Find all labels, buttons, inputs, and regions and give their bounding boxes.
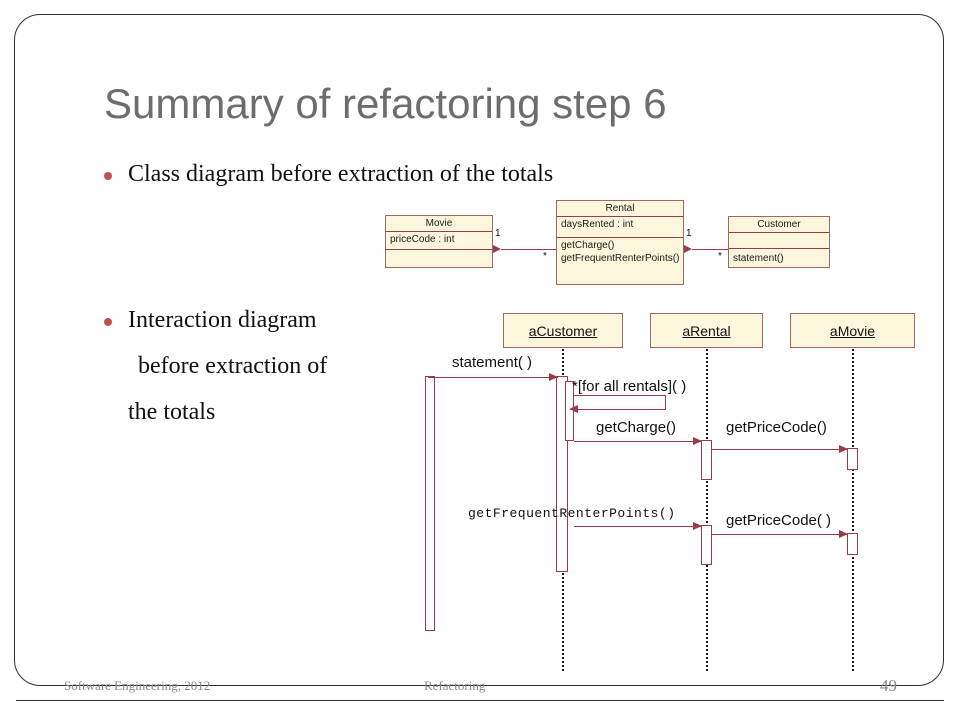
multiplicity-movie-1: 1 [495, 228, 501, 239]
activation-bar-arental-1 [701, 440, 712, 480]
association-line-customer-rental [692, 249, 728, 250]
bullet-text: Class diagram before extraction of the t… [128, 161, 554, 187]
class-operation-getcharge: getCharge() [561, 240, 615, 251]
message-label-getpricecode-2: getPriceCode( ) [726, 512, 832, 529]
message-arrowhead-getpricecode-1 [839, 445, 848, 453]
bullet-item-class-diagram: Class diagram before extraction of the t… [104, 162, 553, 186]
message-line-for-all-rentals-side [665, 395, 666, 409]
message-label-statement: statement( ) [452, 354, 533, 371]
class-name-customer: Customer [729, 217, 829, 233]
message-line-statement [428, 377, 558, 378]
class-attributes-customer [729, 233, 829, 249]
message-arrowhead-for-all-rentals [569, 405, 578, 413]
class-box-rental: Rental daysRented : int getCharge() getF… [556, 200, 684, 285]
class-attribute-rental-daysrented: daysRented : int [557, 217, 683, 238]
message-arrowhead-getpricecode-2 [839, 530, 848, 538]
message-arrowhead-getcharge [693, 437, 702, 445]
message-line-getpricecode-1 [712, 449, 848, 450]
multiplicity-customer-star: * [718, 251, 722, 262]
lifeline-header-acustomer: aCustomer [503, 313, 623, 348]
multiplicity-rental-1: 1 [686, 228, 692, 239]
class-name-movie: Movie [386, 216, 492, 232]
message-arrowhead-statement [549, 373, 558, 381]
message-line-getpricecode-2 [712, 534, 848, 535]
bullet-dot-icon [104, 318, 112, 326]
message-label-getfrequentrenterpoints: getFrequentRenterPoints() [468, 506, 676, 521]
message-line-getfrequentrenterpoints [574, 526, 702, 527]
activation-bar-amovie-2 [847, 533, 858, 555]
footer-course-label: Software Engineering, 2012 [64, 678, 211, 693]
association-line-rental-movie [501, 249, 556, 250]
bullet-item-interaction-diagram: Interaction diagram before extraction of… [104, 308, 424, 424]
message-label-getcharge: getCharge() [596, 419, 677, 436]
association-arrow-movie [493, 245, 501, 253]
lifeline-label-arental: aRental [682, 322, 731, 339]
activation-bar-actor [425, 376, 435, 631]
class-operations-rental: getCharge() getFrequentRenterPoints() [557, 238, 683, 284]
message-arrowhead-getfrequentrenterpoints [693, 522, 702, 530]
lifeline-label-amovie: aMovie [829, 322, 876, 339]
message-line-for-all-rentals-top [574, 395, 666, 396]
lifeline-dash-arental [706, 349, 708, 671]
bullet-text-block: Interaction diagram before extraction of… [128, 308, 327, 424]
class-box-customer: Customer statement() [728, 216, 830, 268]
class-operation-statement: statement() [733, 253, 784, 264]
message-label-for-all-rentals: *[for all rentals]( ) [572, 378, 687, 395]
message-line-getcharge [574, 441, 702, 442]
footer-topic-label: Refactoring [424, 678, 486, 693]
bullet-line-2: before extraction of [138, 353, 328, 379]
page-title: Summary of refactoring step 6 [104, 80, 667, 127]
association-arrow-rental [684, 245, 692, 253]
lifeline-header-amovie: aMovie [790, 313, 915, 348]
activation-bar-arental-2 [701, 525, 712, 565]
message-line-for-all-rentals-return [574, 409, 666, 410]
lifeline-dash-amovie [852, 349, 854, 671]
multiplicity-rental-star: * [543, 251, 547, 262]
class-box-movie: Movie priceCode : int [385, 215, 493, 268]
class-attribute-movie-pricecode: priceCode : int [386, 232, 492, 250]
message-label-getpricecode-1: getPriceCode() [726, 419, 827, 436]
class-operation-getfrequentrenterpoints: getFrequentRenterPoints() [561, 252, 680, 264]
lifeline-header-arental: aRental [650, 313, 763, 348]
bullet-line-1: Interaction diagram [128, 307, 317, 333]
bullet-dot-icon [104, 172, 112, 180]
class-name-rental: Rental [557, 201, 683, 217]
bullet-line-3: the totals [128, 399, 216, 425]
class-operations-movie [386, 250, 492, 267]
footer-page-number: 49 [880, 676, 897, 695]
footer-divider [16, 700, 944, 701]
activation-bar-amovie-1 [847, 448, 858, 470]
lifeline-label-acustomer: aCustomer [528, 322, 598, 339]
